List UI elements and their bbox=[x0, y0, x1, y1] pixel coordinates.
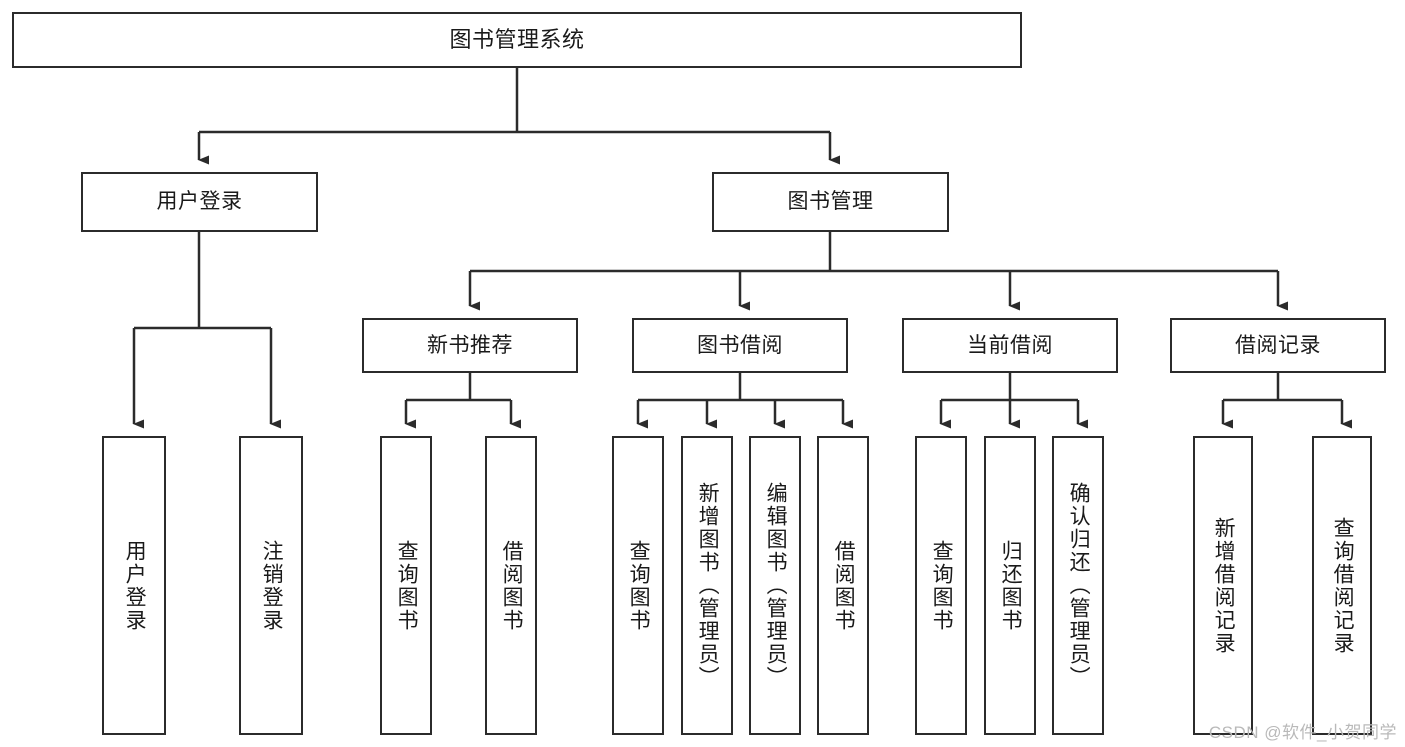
node-label: 归还图书 bbox=[999, 539, 1023, 632]
leaf-edit-book-admin[interactable]: 编辑图书（管理员） bbox=[749, 436, 801, 735]
node-label: 查询图书 bbox=[627, 539, 651, 632]
node-label: 借阅图书 bbox=[832, 539, 856, 632]
node-label: 新书推荐 bbox=[427, 333, 513, 357]
node-label: 借阅记录 bbox=[1235, 333, 1321, 357]
node-label: 图书借阅 bbox=[697, 333, 783, 357]
node-label: 新增借阅记录 bbox=[1212, 516, 1236, 655]
leaf-user-login[interactable]: 用户登录 bbox=[102, 436, 166, 735]
node-borrow-record[interactable]: 借阅记录 bbox=[1170, 318, 1386, 373]
leaf-logout[interactable]: 注销登录 bbox=[239, 436, 303, 735]
node-label: 图书管理系统 bbox=[449, 26, 585, 52]
node-label: 查询借阅记录 bbox=[1331, 516, 1355, 655]
node-label: 借阅图书 bbox=[500, 539, 524, 632]
leaf-return-book[interactable]: 归还图书 bbox=[984, 436, 1036, 735]
leaf-add-borrow-record[interactable]: 新增借阅记录 bbox=[1193, 436, 1253, 735]
leaf-borrow-book-newbook[interactable]: 借阅图书 bbox=[485, 436, 537, 735]
node-label: 查询图书 bbox=[930, 539, 954, 632]
node-label: 查询图书 bbox=[395, 539, 419, 632]
node-user-login[interactable]: 用户登录 bbox=[81, 172, 318, 232]
node-label: 确认归还（管理员） bbox=[1067, 482, 1091, 689]
leaf-query-book-current[interactable]: 查询图书 bbox=[915, 436, 967, 735]
node-label: 当前借阅 bbox=[967, 333, 1053, 357]
leaf-query-book-newbook[interactable]: 查询图书 bbox=[380, 436, 432, 735]
node-book-management[interactable]: 图书管理 bbox=[712, 172, 949, 232]
node-label: 新增图书（管理员） bbox=[696, 482, 720, 689]
leaf-query-book-borrow[interactable]: 查询图书 bbox=[612, 436, 664, 735]
leaf-query-borrow-record[interactable]: 查询借阅记录 bbox=[1312, 436, 1372, 735]
node-label: 用户登录 bbox=[123, 539, 147, 632]
node-label: 注销登录 bbox=[260, 539, 284, 632]
node-label: 用户登录 bbox=[156, 190, 243, 214]
node-label: 编辑图书（管理员） bbox=[764, 482, 788, 689]
node-root-system[interactable]: 图书管理系统 bbox=[12, 12, 1022, 68]
node-book-borrow[interactable]: 图书借阅 bbox=[632, 318, 848, 373]
leaf-add-book-admin[interactable]: 新增图书（管理员） bbox=[681, 436, 733, 735]
leaf-borrow-book[interactable]: 借阅图书 bbox=[817, 436, 869, 735]
node-current-borrow[interactable]: 当前借阅 bbox=[902, 318, 1118, 373]
node-new-book-recommend[interactable]: 新书推荐 bbox=[362, 318, 578, 373]
node-label: 图书管理 bbox=[787, 190, 874, 214]
leaf-confirm-return-admin[interactable]: 确认归还（管理员） bbox=[1052, 436, 1104, 735]
